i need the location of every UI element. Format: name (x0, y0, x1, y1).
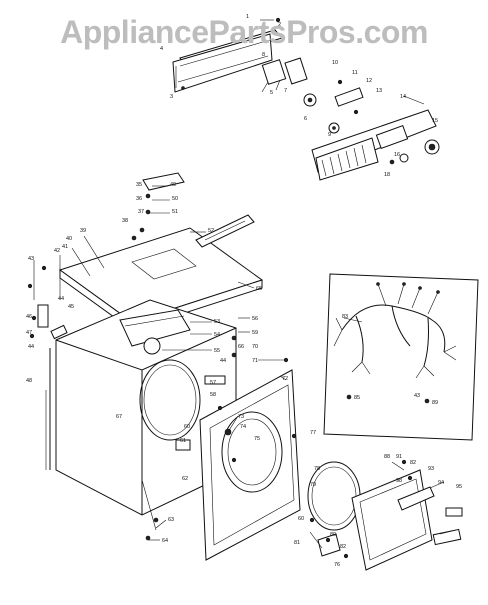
callout-60a: 60 (184, 424, 190, 430)
callout-16: 16 (394, 152, 400, 158)
callout-70: 70 (252, 344, 258, 350)
callout-54: 54 (214, 332, 220, 338)
callout-1: 1 (246, 14, 249, 20)
callout-44a: 44 (58, 296, 64, 302)
console-front-panel (311, 109, 440, 181)
callout-53: 53 (214, 319, 220, 325)
timer-switch (261, 57, 308, 93)
callout-56: 56 (252, 316, 258, 322)
callout-11: 11 (352, 70, 358, 76)
callout-43b: 43 (414, 393, 420, 399)
callout-55: 55 (214, 348, 220, 354)
callout-6: 6 (304, 116, 307, 122)
front-panel (199, 369, 301, 561)
callout-82b: 82 (410, 460, 416, 466)
callout-61: 61 (180, 438, 186, 444)
callout-74: 74 (240, 424, 246, 430)
callout-80: 80 (330, 532, 336, 538)
callout-9: 9 (328, 132, 331, 138)
callout-58: 58 (210, 392, 216, 398)
callout-12: 12 (366, 78, 372, 84)
callout-76: 76 (334, 562, 340, 568)
cabinet-brackets (37, 304, 237, 451)
callout-2: 2 (278, 22, 281, 28)
callout-52: 52 (208, 228, 214, 234)
callout-62: 62 (182, 476, 188, 482)
lint-filter (195, 214, 255, 248)
callout-98: 98 (396, 478, 402, 484)
callout-85: 85 (354, 395, 360, 401)
callout-93: 93 (428, 466, 434, 472)
callout-45: 45 (68, 304, 74, 310)
callout-35: 35 (136, 182, 142, 188)
callout-72: 72 (282, 376, 288, 382)
callout-67: 67 (116, 414, 122, 420)
callout-94: 94 (438, 480, 444, 486)
callout-77: 77 (310, 430, 316, 436)
callout-42: 42 (54, 248, 60, 254)
control-panel-console (172, 29, 283, 93)
callout-88: 88 (384, 454, 390, 460)
callout-49: 49 (170, 182, 176, 188)
callout-14: 14 (400, 94, 406, 100)
wire-harness-inset (323, 273, 479, 441)
callout-7: 7 (284, 88, 287, 94)
callout-65: 65 (256, 286, 262, 292)
leader-lines (33, 19, 457, 549)
blower-housing (119, 309, 191, 355)
control-knobs (303, 87, 364, 134)
callout-13: 13 (376, 88, 382, 94)
callout-71: 71 (252, 358, 258, 364)
callout-95: 95 (456, 484, 462, 490)
door-assembly (307, 461, 463, 571)
callout-4: 4 (160, 46, 163, 52)
callout-79: 79 (310, 482, 316, 488)
callout-5: 5 (270, 90, 273, 96)
callout-48: 48 (26, 378, 32, 384)
callout-3: 3 (170, 94, 173, 100)
callout-57: 57 (210, 380, 216, 386)
callout-82a: 82 (340, 544, 346, 550)
callout-81: 81 (294, 540, 300, 546)
callout-50: 50 (172, 196, 178, 202)
callout-83: 83 (342, 314, 348, 320)
callout-43a: 43 (28, 256, 34, 262)
part-callouts: 1 2 3 4 5 6 7 8 9 10 11 12 13 14 15 16 1… (26, 14, 462, 568)
callout-73: 73 (238, 414, 244, 420)
callout-60b: 60 (298, 516, 304, 522)
callout-51: 51 (172, 209, 178, 215)
callout-36: 36 (136, 196, 142, 202)
cabinet (45, 299, 237, 531)
callout-75: 75 (254, 436, 260, 442)
callout-66: 66 (238, 344, 244, 350)
watermark-text: AppliancePartsPros.com (60, 14, 428, 50)
callout-18: 18 (384, 172, 390, 178)
callout-59: 59 (252, 330, 258, 336)
callout-10: 10 (332, 60, 338, 66)
callout-78: 78 (314, 466, 320, 472)
callout-38: 38 (122, 218, 128, 224)
fasteners (27, 17, 413, 559)
callout-91: 91 (396, 454, 402, 460)
callout-40: 40 (66, 236, 72, 242)
callout-89: 89 (432, 400, 438, 406)
callout-64: 64 (162, 538, 168, 544)
callout-63: 63 (168, 517, 174, 523)
callout-41: 41 (62, 244, 68, 250)
callout-44b: 44 (28, 344, 34, 350)
callout-15: 15 (432, 118, 438, 124)
callout-39: 39 (80, 228, 86, 234)
callout-8: 8 (262, 52, 265, 58)
callout-44c: 44 (220, 358, 226, 364)
callout-37: 37 (138, 209, 144, 215)
callout-47: 47 (26, 330, 32, 336)
callout-46: 46 (26, 314, 32, 320)
